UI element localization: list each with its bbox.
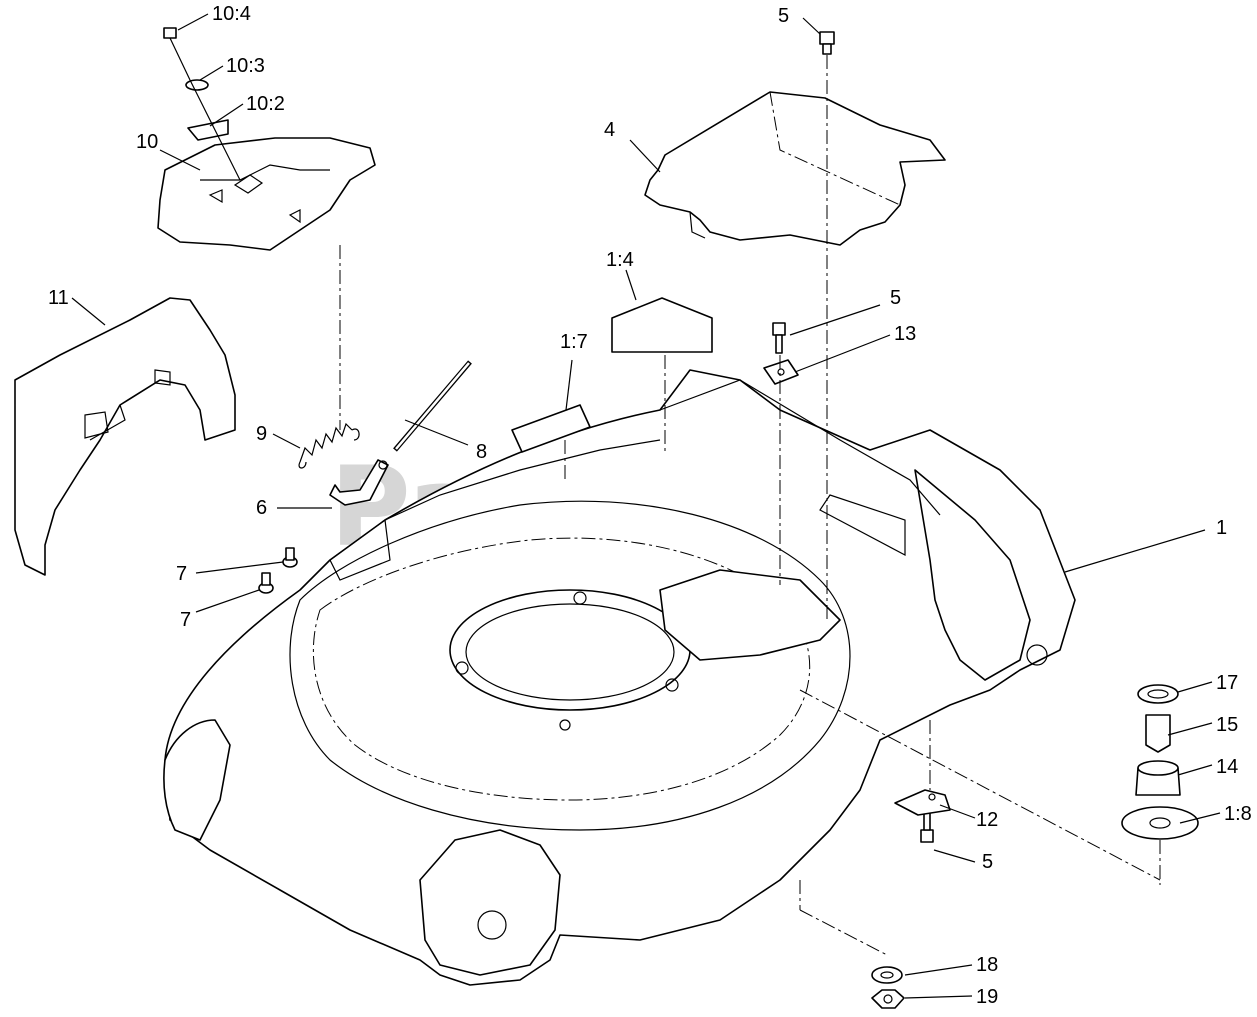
callout-1-8: 1:8 bbox=[1224, 803, 1252, 825]
callout-5-low: 5 bbox=[982, 851, 993, 873]
callout-10: 10 bbox=[136, 131, 158, 153]
assembly-lines bbox=[339, 55, 1161, 956]
part-14-knob[interactable] bbox=[1135, 760, 1181, 796]
callout-18: 18 bbox=[976, 954, 998, 976]
part-18-washer[interactable] bbox=[871, 966, 903, 984]
part-5-bolt-low[interactable] bbox=[920, 809, 934, 843]
callout-17: 17 bbox=[1216, 672, 1238, 694]
callout-10-4: 10:4 bbox=[212, 3, 251, 25]
callout-12: 12 bbox=[976, 809, 998, 831]
part-10-2-bracket[interactable] bbox=[187, 119, 229, 141]
part-19-nut[interactable] bbox=[871, 989, 905, 1009]
part-1-4-decal[interactable] bbox=[611, 297, 713, 353]
callout-7-b: 7 bbox=[180, 609, 191, 631]
part-7-screw-b[interactable] bbox=[258, 572, 274, 594]
part-6-lever-bracket[interactable] bbox=[329, 459, 389, 506]
callout-13: 13 bbox=[894, 323, 916, 345]
callout-4: 4 bbox=[604, 119, 615, 141]
leader-lines bbox=[71, 13, 1221, 999]
part-7-screw-a[interactable] bbox=[282, 547, 298, 568]
part-12-bracket[interactable] bbox=[894, 789, 951, 816]
callout-1-4: 1:4 bbox=[606, 249, 634, 271]
part-5-bolt-top[interactable] bbox=[819, 31, 835, 55]
callout-7-a: 7 bbox=[176, 563, 187, 585]
callout-10-3: 10:3 bbox=[226, 55, 265, 77]
callout-9: 9 bbox=[256, 423, 267, 445]
callout-8: 8 bbox=[476, 441, 487, 463]
part-1-7-decal[interactable] bbox=[511, 404, 591, 453]
callout-10-2: 10:2 bbox=[246, 93, 285, 115]
callout-5-mid: 5 bbox=[890, 287, 901, 309]
part-8-rod[interactable] bbox=[393, 360, 472, 452]
callout-11: 11 bbox=[48, 287, 69, 309]
callouts: 1 1:4 1:7 1:8 4 5 5 5 6 7 7 8 9 10 10:2 … bbox=[48, 3, 1252, 1008]
part-4-deflector-plate[interactable] bbox=[644, 91, 946, 246]
part-17-cap[interactable] bbox=[1137, 684, 1179, 704]
part-1-8-dial[interactable] bbox=[1121, 806, 1199, 840]
part-1-deck-housing[interactable] bbox=[163, 369, 1076, 986]
callout-1: 1 bbox=[1216, 517, 1227, 539]
callout-19: 19 bbox=[976, 986, 998, 1008]
callout-1-7: 1:7 bbox=[560, 331, 588, 353]
part-10-4-screw[interactable] bbox=[163, 27, 191, 81]
part-10-3-washer[interactable] bbox=[185, 79, 209, 91]
callout-5-top: 5 bbox=[778, 5, 789, 27]
part-13-nut-plate[interactable] bbox=[763, 359, 799, 385]
part-5-bolt-mid[interactable] bbox=[772, 322, 786, 354]
part-9-spring[interactable] bbox=[298, 422, 360, 469]
part-15-pin[interactable] bbox=[1145, 714, 1171, 753]
part-11-side-shield[interactable] bbox=[14, 297, 236, 576]
callout-6: 6 bbox=[256, 497, 267, 519]
callout-15: 15 bbox=[1216, 714, 1238, 736]
callout-14: 14 bbox=[1216, 756, 1238, 778]
part-10-upper-shield[interactable] bbox=[157, 137, 376, 251]
